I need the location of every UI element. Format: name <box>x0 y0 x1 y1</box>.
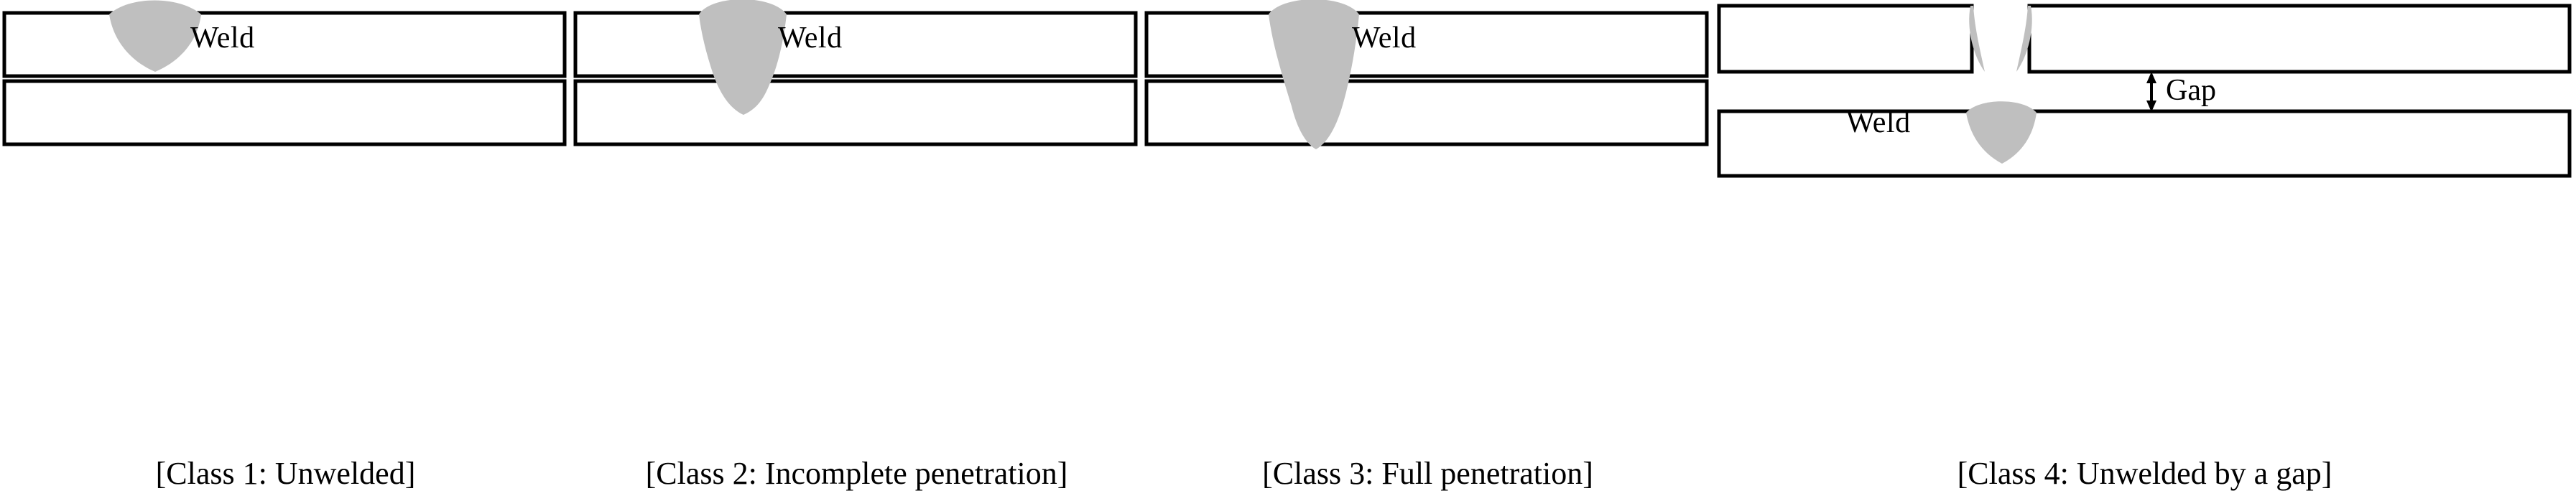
weld-residue-right <box>2016 6 2032 72</box>
caption-class-4: [Class 4: Unwelded by a gap] <box>1957 456 2332 491</box>
upper-plate-right <box>2027 4 2572 74</box>
caption-class-3: [Class 3: Full penetration] <box>1262 456 1593 491</box>
upper-plate <box>1144 11 1709 78</box>
weld-bead <box>1966 101 2037 164</box>
weld-label-class-1: Weld <box>190 22 255 55</box>
caption-class-1: [Class 1: Unwelded] <box>155 456 416 491</box>
upper-plate-left <box>1717 4 1974 74</box>
class-3-cross-section <box>1144 0 1709 149</box>
weld-bead <box>699 0 787 115</box>
caption-class-2: [Class 2: Incomplete penetration] <box>645 456 1068 491</box>
weld-bead <box>109 0 201 72</box>
lower-plate <box>2 79 567 146</box>
panel-class-1: Weld [Class 1: Unwelded] <box>0 0 571 496</box>
upper-plate <box>573 11 1138 78</box>
weld-residue-left <box>1969 6 1985 72</box>
lower-plate <box>1144 79 1709 146</box>
gap-dimension-arrow <box>2146 72 2156 112</box>
weld-label-class-4: Weld <box>1846 106 1911 139</box>
upper-plate <box>2 11 567 78</box>
weld-bead <box>1269 0 1359 149</box>
lower-plate <box>573 79 1138 146</box>
panel-class-4: Weld Gap [Class 4: Unwelded by a gap] <box>1713 0 2576 496</box>
panel-class-2: Weld [Class 2: Incomplete penetration] <box>571 0 1142 496</box>
class-1-cross-section <box>2 0 567 146</box>
class-4-cross-section <box>1717 4 2572 178</box>
panel-class-3: Weld [Class 3: Full penetration] <box>1142 0 1713 496</box>
gap-label-class-4: Gap <box>2166 74 2216 107</box>
weld-label-class-3: Weld <box>1352 22 1417 55</box>
weld-label-class-2: Weld <box>778 22 843 55</box>
lower-plate <box>1717 109 2572 178</box>
class-2-cross-section <box>573 0 1138 146</box>
